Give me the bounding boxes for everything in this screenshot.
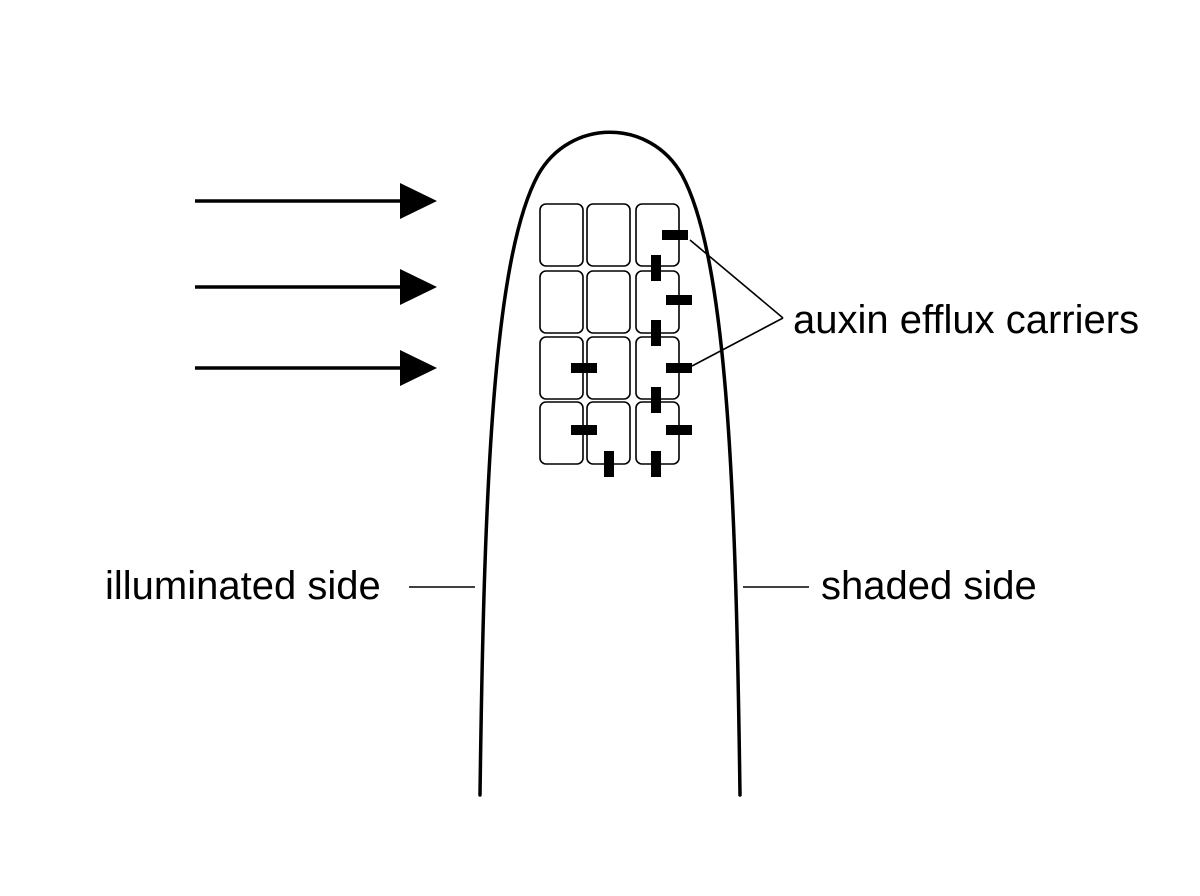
cell-grid	[539, 203, 680, 465]
light-arrow	[195, 269, 437, 305]
efflux-carriers-label: auxin efflux carriers	[793, 298, 1140, 342]
efflux-carrier	[651, 451, 661, 477]
light-arrow	[195, 183, 437, 219]
efflux-carrier	[666, 363, 692, 373]
efflux-carrier	[604, 451, 614, 477]
light-arrows	[195, 183, 437, 386]
efflux-carrier	[651, 255, 661, 281]
efflux-carrier	[651, 387, 661, 413]
efflux-carrier	[651, 320, 661, 346]
light-arrow	[195, 350, 437, 386]
efflux-carrier	[666, 425, 692, 435]
efflux-carrier	[662, 230, 688, 240]
cell	[586, 270, 631, 334]
illuminated-side-label: illuminated side	[105, 564, 381, 608]
leader-lines	[409, 239, 809, 588]
cell	[539, 270, 584, 334]
shaded-side-label: shaded side	[821, 564, 1037, 608]
carrier-leader-line	[691, 317, 784, 367]
efflux-carrier	[571, 363, 597, 373]
cell	[539, 203, 584, 267]
efflux-carriers	[571, 230, 692, 477]
shoot-tip-outline	[478, 130, 742, 797]
efflux-carrier	[571, 425, 597, 435]
cell	[586, 203, 631, 267]
carrier-leader-line	[689, 239, 784, 319]
efflux-carrier	[666, 295, 692, 305]
